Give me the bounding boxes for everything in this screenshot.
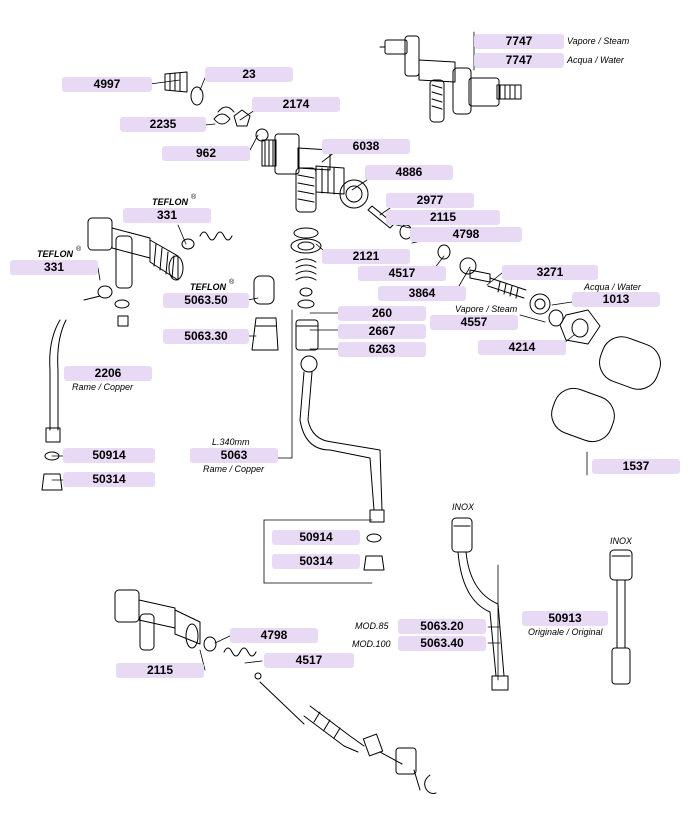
valve-assembly-top-right: [379, 35, 522, 123]
part-label-50314-left: 50314: [63, 472, 155, 487]
part-label-7747-steam: 7747: [474, 34, 564, 49]
part-label-1013: 1013: [572, 292, 660, 307]
part-label-5063-40: 5063.40: [398, 636, 486, 651]
part-label-2115-bottom: 2115: [116, 663, 204, 678]
note-water-top: Acqua / Water: [567, 55, 624, 65]
note-water-right: Acqua / Water: [584, 282, 641, 292]
bottom-valve-assembly: [114, 589, 437, 794]
part-label-4214: 4214: [478, 340, 566, 355]
part-label-5063-30: 5063.30: [163, 329, 249, 344]
part-label-4557: 4557: [430, 315, 518, 330]
part-label-7747-water: 7747: [474, 53, 564, 68]
part-label-2206: 2206: [64, 366, 152, 381]
left-valve-assembly: [41, 217, 233, 491]
part-label-2667: 2667: [338, 324, 426, 339]
part-label-50913: 50913: [522, 611, 608, 626]
part-label-331-teflon-center: 331: [123, 208, 211, 223]
part-label-4517-bottom: 4517: [264, 653, 354, 668]
note-inox-original: INOX: [610, 536, 633, 546]
part-label-4997: 4997: [62, 77, 152, 92]
note-original: Originale / Original: [528, 627, 603, 637]
part-label-3864: 3864: [378, 286, 466, 301]
part-label-50314-center: 50314: [272, 554, 360, 569]
inox-original-part: [609, 549, 633, 685]
note-steam-right: Vapore / Steam: [455, 304, 518, 314]
part-label-2121: 2121: [322, 249, 410, 264]
part-label-6038: 6038: [322, 139, 410, 154]
part-label-5063-20: 5063.20: [398, 619, 486, 634]
part-label-2977: 2977: [386, 193, 474, 208]
note-copper-center: Rame / Copper: [203, 464, 265, 474]
note-length: L.340mm: [212, 437, 250, 447]
registered-mark: ®: [191, 194, 197, 201]
note-steam-top: Vapore / Steam: [567, 36, 630, 46]
note-teflon-lower: TEFLON: [190, 282, 226, 292]
part-label-331-teflon-left: 331: [10, 260, 98, 275]
part-label-2235: 2235: [120, 117, 206, 132]
note-inox-pipe: INOX: [452, 502, 475, 512]
registered-mark: ®: [229, 279, 235, 286]
part-label-23: 23: [205, 67, 293, 82]
part-label-2115-right: 2115: [386, 210, 500, 225]
part-label-4798-bottom: 4798: [230, 628, 318, 643]
note-mod85: MOD.85: [355, 621, 389, 631]
note-teflon-left: TEFLON: [37, 249, 73, 259]
note-mod100: MOD.100: [352, 639, 391, 649]
part-label-962: 962: [162, 146, 250, 161]
right-side-components: [367, 205, 661, 443]
part-label-4886: 4886: [365, 165, 453, 180]
inox-pipe: [451, 517, 509, 691]
part-label-50914-center: 50914: [272, 530, 360, 545]
part-label-5063: 5063: [190, 448, 278, 463]
registered-mark: ®: [76, 246, 82, 253]
seal-stack: [290, 227, 322, 351]
note-teflon-center: TEFLON: [152, 197, 188, 207]
part-label-4517-right: 4517: [358, 266, 446, 281]
part-label-1537: 1537: [592, 459, 680, 474]
part-label-50914-left: 50914: [63, 448, 155, 463]
central-valve-body: [164, 71, 369, 213]
part-label-260: 260: [338, 306, 426, 321]
part-label-2174: 2174: [252, 97, 340, 112]
part-label-3271: 3271: [502, 265, 598, 280]
note-copper-left: Rame / Copper: [72, 382, 134, 392]
part-label-6263: 6263: [338, 342, 426, 357]
part-label-4798-right: 4798: [410, 227, 522, 242]
part-label-5063-50: 5063.50: [163, 293, 249, 308]
middle-copper-pipe: [251, 275, 385, 571]
